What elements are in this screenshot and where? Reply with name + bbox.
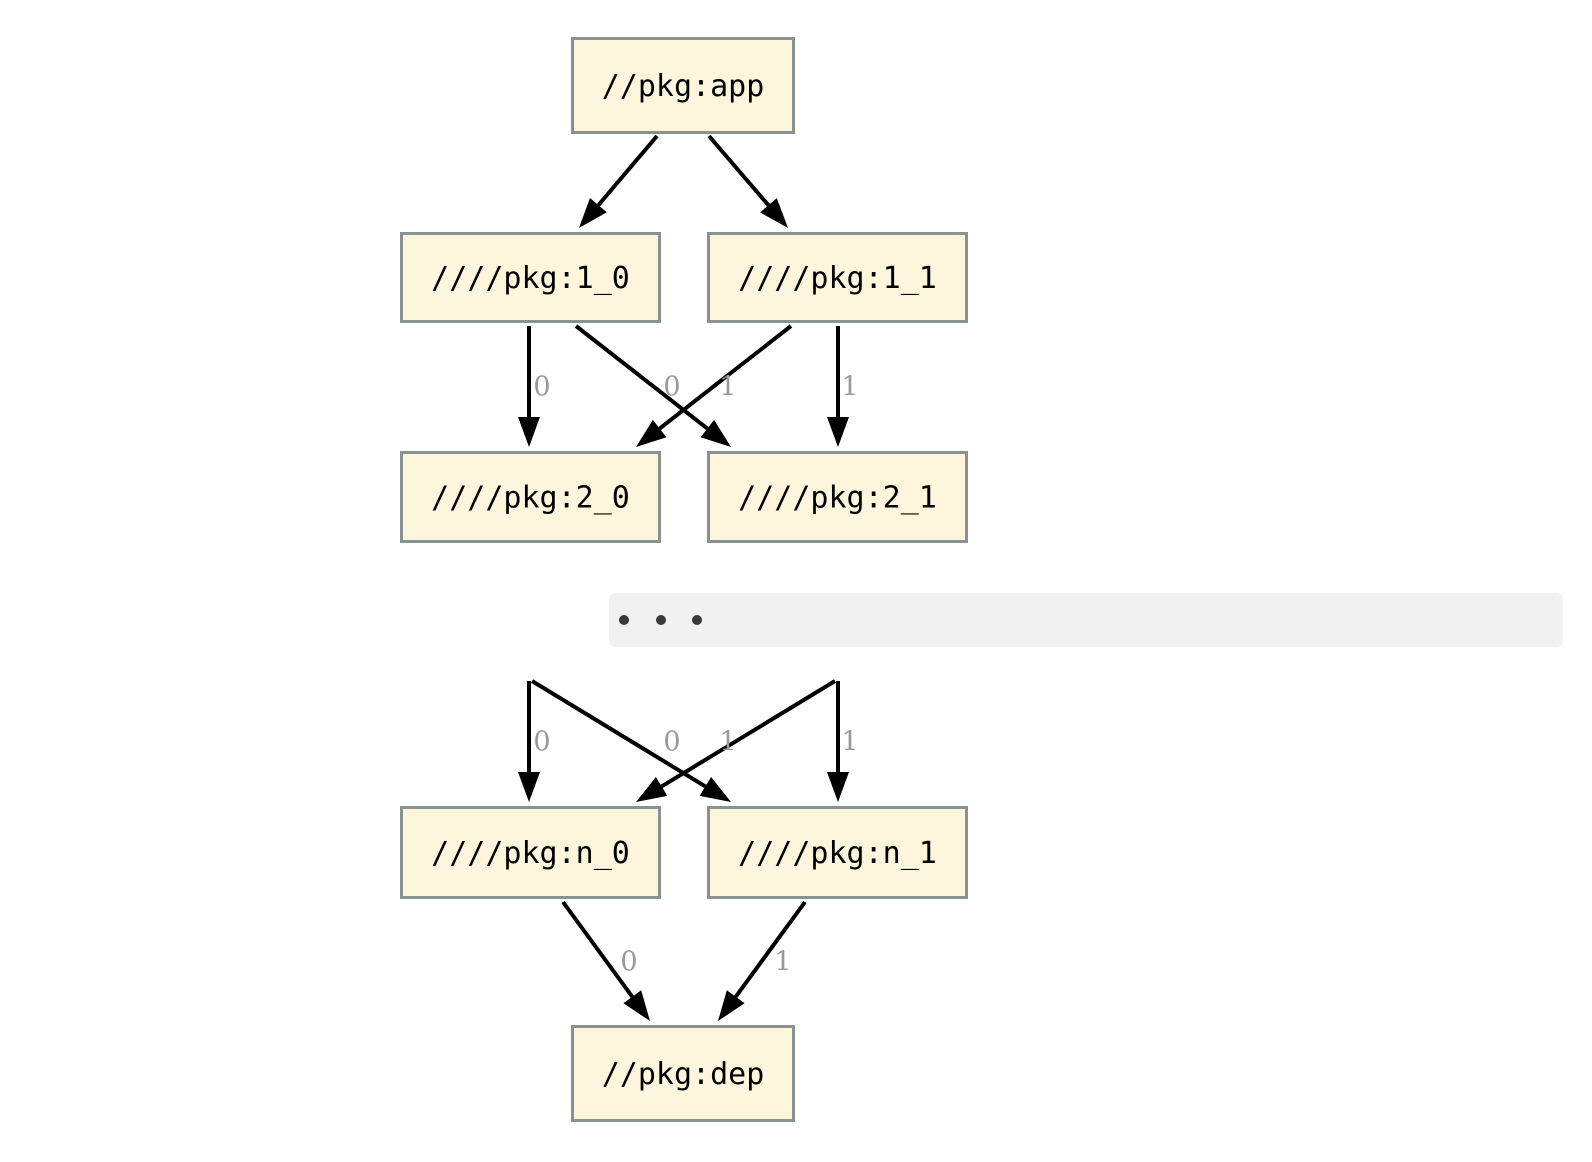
edge-arrowhead bbox=[518, 772, 540, 802]
node-label: ////pkg:1_1 bbox=[738, 261, 937, 296]
graph-edge: 0 bbox=[518, 681, 551, 802]
node-box[interactable] bbox=[400, 451, 661, 543]
edge-label: 1 bbox=[841, 372, 858, 403]
graph-edge bbox=[707, 134, 788, 228]
edge-label: 0 bbox=[663, 372, 680, 403]
graph-node-app[interactable]: //pkg:app bbox=[571, 37, 795, 134]
graph-node-ln_1[interactable]: ////pkg:n_1 bbox=[707, 806, 968, 899]
graph-edge: 0 bbox=[574, 324, 731, 447]
edge-arrowhead bbox=[518, 417, 540, 447]
node-label: ////pkg:n_0 bbox=[431, 836, 630, 871]
graph-edge bbox=[579, 134, 659, 228]
node-box[interactable] bbox=[571, 37, 795, 134]
edge-arrowhead bbox=[699, 777, 731, 802]
node-label: ////pkg:2_1 bbox=[738, 481, 937, 516]
edge-line bbox=[596, 134, 659, 207]
edge-line bbox=[530, 679, 707, 789]
node-label: //pkg:dep bbox=[602, 1057, 765, 1092]
node-box[interactable] bbox=[400, 806, 661, 899]
edge-arrowhead bbox=[700, 419, 731, 447]
node-box[interactable] bbox=[707, 232, 968, 323]
edge-line bbox=[660, 679, 837, 789]
edges-layer: 0 0 1 1 0 0 1 1 0 1 bbox=[518, 134, 859, 1021]
graph-node-l2_0[interactable]: ////pkg:2_0 bbox=[400, 451, 661, 543]
node-label: ////pkg:2_0 bbox=[431, 481, 630, 516]
graph-edge: 1 bbox=[636, 679, 837, 802]
ellipsis-separator bbox=[609, 593, 1563, 647]
edge-label: 1 bbox=[841, 727, 858, 758]
edge-line bbox=[561, 900, 634, 998]
node-label: ////pkg:1_0 bbox=[431, 261, 630, 296]
node-box[interactable] bbox=[400, 232, 661, 323]
graph-node-l2_1[interactable]: ////pkg:2_1 bbox=[707, 451, 968, 543]
edge-label: 0 bbox=[663, 727, 680, 758]
graph-node-ln_0[interactable]: ////pkg:n_0 bbox=[400, 806, 661, 899]
node-box[interactable] bbox=[707, 451, 968, 543]
graph-edge: 0 bbox=[561, 900, 650, 1021]
ellipsis-band bbox=[609, 593, 1563, 647]
graph-edge: 1 bbox=[827, 326, 859, 447]
node-box[interactable] bbox=[707, 806, 968, 899]
node-label: ////pkg:n_1 bbox=[738, 836, 937, 871]
edge-arrowhead bbox=[636, 777, 668, 802]
edge-label: 0 bbox=[533, 727, 550, 758]
edge-label: 1 bbox=[719, 372, 736, 403]
graph-edge: 1 bbox=[827, 681, 859, 802]
edge-arrowhead bbox=[579, 198, 607, 228]
edge-label: 0 bbox=[533, 372, 550, 403]
graph-edge: 1 bbox=[636, 324, 793, 447]
node-box[interactable] bbox=[571, 1025, 795, 1122]
graph-edge: 0 bbox=[530, 679, 731, 802]
edge-arrowhead bbox=[718, 990, 745, 1021]
ellipsis-dot bbox=[619, 615, 629, 625]
edge-arrowhead bbox=[760, 198, 788, 228]
graph-edge: 1 bbox=[718, 900, 807, 1021]
edge-line bbox=[707, 134, 770, 207]
ellipsis-dot bbox=[692, 615, 702, 625]
ellipsis-dot bbox=[656, 615, 666, 625]
edge-arrowhead bbox=[636, 419, 667, 447]
graph-edge: 0 bbox=[518, 326, 551, 447]
edge-line bbox=[734, 900, 807, 998]
edge-arrowhead bbox=[827, 772, 849, 802]
edge-arrowhead bbox=[827, 417, 849, 447]
graph-node-l1_0[interactable]: ////pkg:1_0 bbox=[400, 232, 661, 323]
nodes-layer: //pkg:app ////pkg:1_0 ////pkg:1_1 ////pkg:2… bbox=[400, 37, 968, 1122]
edge-line bbox=[658, 324, 793, 431]
edge-line bbox=[574, 324, 709, 431]
graph-node-l1_1[interactable]: ////pkg:1_1 bbox=[707, 232, 968, 323]
node-label: //pkg:app bbox=[602, 69, 765, 104]
edge-arrowhead bbox=[623, 990, 650, 1021]
graph-node-dep[interactable]: //pkg:dep bbox=[571, 1025, 795, 1122]
edge-label: 0 bbox=[620, 947, 637, 978]
edge-label: 1 bbox=[719, 727, 736, 758]
edge-label: 1 bbox=[774, 947, 791, 978]
